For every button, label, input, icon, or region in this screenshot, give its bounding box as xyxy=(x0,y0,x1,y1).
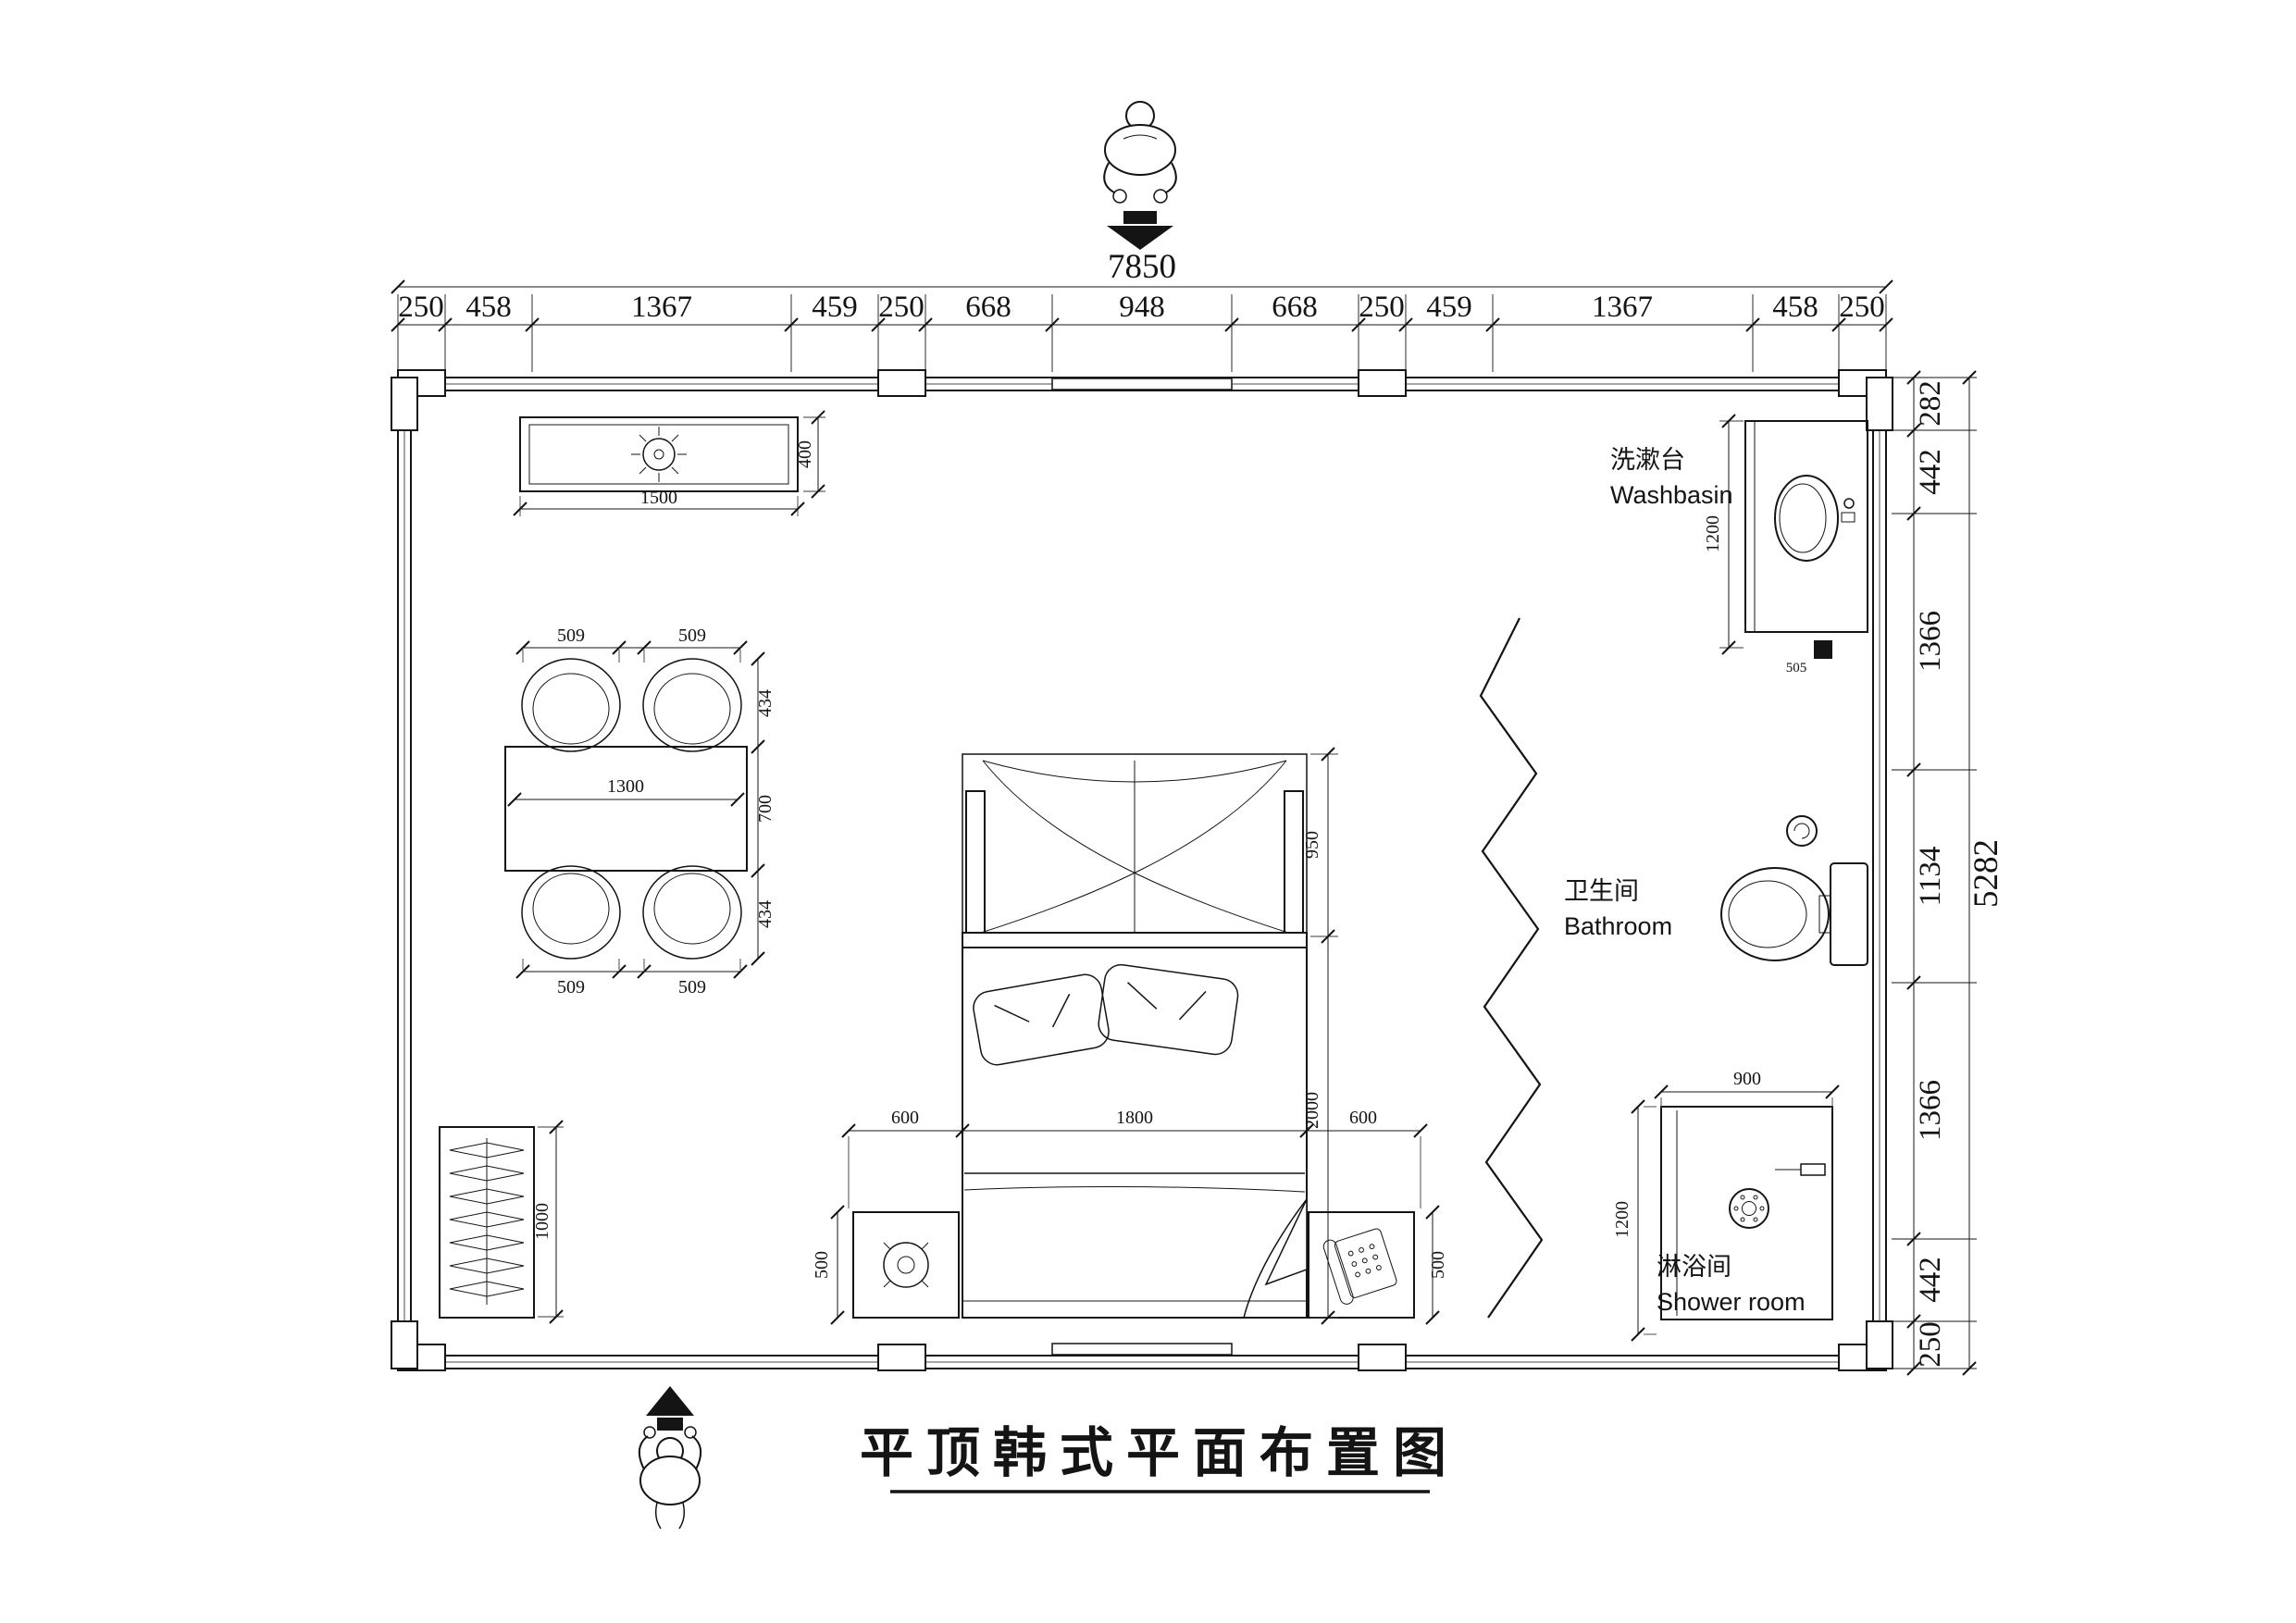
person-figure-bottom xyxy=(638,1426,702,1530)
dim-label: 948 xyxy=(1119,291,1165,324)
dim-label: 282 xyxy=(1914,380,1947,427)
dim-label: 668 xyxy=(965,291,1011,324)
dim-label: 500 xyxy=(1428,1251,1448,1279)
dim-label: 458 xyxy=(1772,291,1818,324)
room-label-bathroom-zh: 卫生间 xyxy=(1564,877,1639,905)
column xyxy=(1866,377,1893,431)
dim-label: 509 xyxy=(678,626,706,646)
drawing-title: 平顶韩式平面布置图 xyxy=(860,1423,1459,1493)
column xyxy=(877,1344,926,1371)
entry-door-top xyxy=(1051,378,1233,390)
dim-label: 1134 xyxy=(1914,847,1947,907)
exterior-walls xyxy=(391,369,1893,1371)
dim-label: 400 xyxy=(795,440,815,468)
room-label-washbasin-zh: 洗漱台 xyxy=(1610,446,1685,474)
dim-label: 434 xyxy=(755,900,776,928)
column xyxy=(1358,369,1407,397)
tv-cabinet: 1500 400 xyxy=(513,410,825,516)
room-label-shower-zh: 淋浴间 xyxy=(1657,1253,1731,1281)
dim-label: 459 xyxy=(1426,291,1472,324)
shower-valve-icon xyxy=(1800,1163,1826,1176)
dim-label: 1366 xyxy=(1914,1080,1947,1141)
dim-label: 1200 xyxy=(1612,1201,1632,1238)
dim-label: 600 xyxy=(1349,1108,1377,1128)
column xyxy=(1358,1344,1407,1371)
nightstand-left xyxy=(852,1211,960,1319)
column xyxy=(391,1320,418,1369)
dim-label: 250 xyxy=(398,291,444,324)
dim-label: 250 xyxy=(1839,291,1885,324)
dim-label: 950 xyxy=(1302,831,1322,859)
dim-label: 434 xyxy=(755,689,776,717)
dim-label: 509 xyxy=(557,626,585,646)
wardrobe: 1000 xyxy=(439,1120,564,1324)
dim-label: 668 xyxy=(1272,291,1318,324)
entry-arrow-top xyxy=(1107,211,1173,250)
bathroom-area: 卫生间 Bathroom xyxy=(1564,815,1868,966)
dim-label: 509 xyxy=(557,977,585,997)
shower-head-icon xyxy=(1729,1188,1769,1229)
column xyxy=(391,377,418,431)
nightstand-right xyxy=(1308,1211,1415,1319)
dim-label: 250 xyxy=(1359,291,1405,324)
room-label-washbasin-en: Washbasin xyxy=(1610,481,1733,509)
dim-label: 1200 xyxy=(1703,515,1723,552)
room-label-shower-en: Shower room xyxy=(1657,1288,1806,1316)
bed xyxy=(962,947,1308,1319)
drain-box xyxy=(1814,640,1832,659)
entry-arrow-bottom xyxy=(646,1386,694,1431)
dim-label: 1367 xyxy=(1592,291,1653,324)
dim-label: 1366 xyxy=(1914,611,1947,672)
room-label-bathroom-en: Bathroom xyxy=(1564,912,1672,940)
dim-label: 442 xyxy=(1914,449,1947,495)
dim-label: 2000 xyxy=(1302,1092,1322,1129)
page-title: 平顶韩式平面布置图 xyxy=(860,1423,1459,1483)
toilet-tank xyxy=(1830,862,1868,966)
dim-label: 250 xyxy=(878,291,925,324)
dim-label: 250 xyxy=(1914,1321,1947,1368)
dim-label: 1367 xyxy=(631,291,692,324)
person-figure-top xyxy=(1103,101,1177,204)
bed-group: 950 2000 600 1800 600 500 500 xyxy=(812,747,1448,1325)
sink xyxy=(1774,475,1839,562)
dining-set: 509 509 509 509 434 700 434 1300 xyxy=(504,626,776,997)
dim-label: 1800 xyxy=(1116,1108,1153,1128)
shower-room: 900 1200 淋浴间 Shower room xyxy=(1612,1069,1840,1342)
column xyxy=(877,369,926,397)
floor-drain-icon xyxy=(1786,815,1818,847)
dimension-chain-right: 282 442 1366 1134 1366 442 250 5282 xyxy=(1892,370,2005,1376)
dim-label: 700 xyxy=(755,795,776,823)
overall-height-label: 5282 xyxy=(1967,839,2005,908)
entry-door-bottom xyxy=(1051,1343,1233,1356)
dim-label: 1000 xyxy=(532,1203,552,1240)
overall-width-label: 7850 xyxy=(1108,248,1176,286)
dim-label: 459 xyxy=(812,291,858,324)
folding-partition xyxy=(1479,617,1544,1319)
dim-label: 509 xyxy=(678,977,706,997)
dim-label: 500 xyxy=(812,1251,832,1279)
dim-label: 600 xyxy=(891,1108,919,1128)
dim-label: 458 xyxy=(465,291,512,324)
dimension-chain-top: 7850 250 458 1367 459 250 668 948 668 25… xyxy=(391,248,1893,372)
dim-label: 1300 xyxy=(607,776,644,797)
dim-label: 442 xyxy=(1914,1257,1947,1303)
washbasin-area: 505 1200 洗漱台 Washbasin xyxy=(1610,414,1868,675)
dim-label: 900 xyxy=(1733,1069,1761,1089)
column xyxy=(1866,1320,1893,1369)
toilet-bowl xyxy=(1720,867,1830,961)
faucet-icon xyxy=(1843,498,1855,509)
dim-label: 505 xyxy=(1786,661,1807,675)
dim-label: 1500 xyxy=(640,488,677,508)
